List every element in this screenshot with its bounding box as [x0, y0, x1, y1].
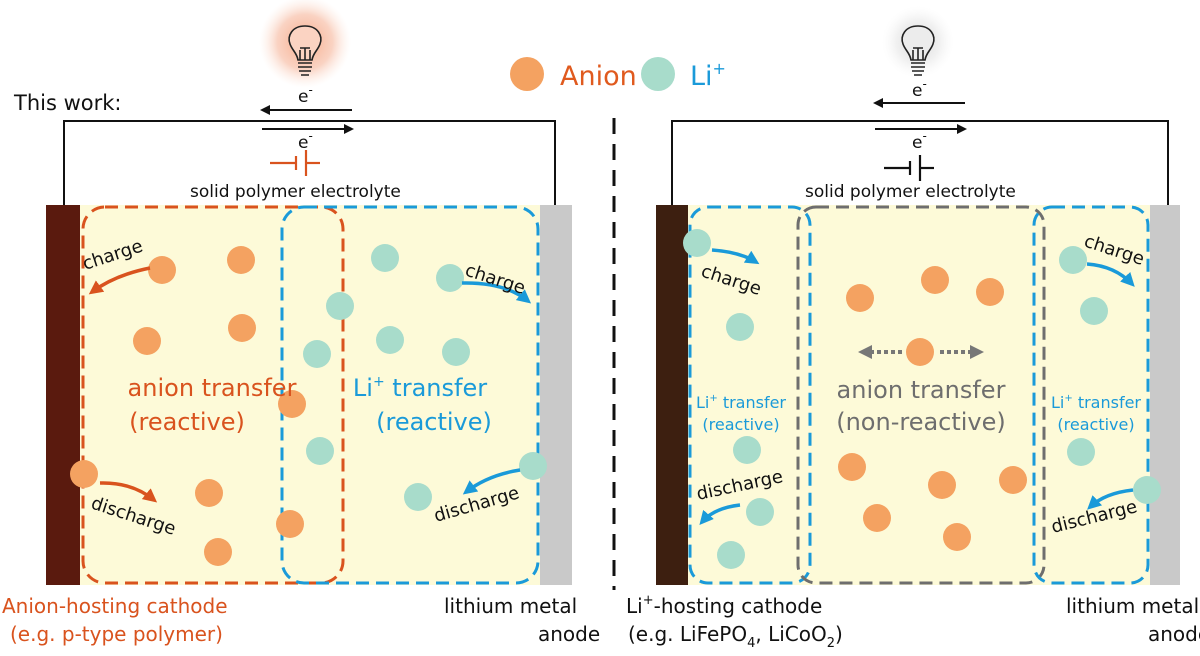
left-lightbulb-icon — [288, 25, 322, 76]
right-anode-sublabel: anode — [1148, 622, 1200, 646]
anion — [227, 246, 255, 274]
anion — [846, 284, 874, 312]
anion — [195, 479, 223, 507]
li-ion — [717, 541, 745, 569]
li-ion — [1067, 438, 1095, 466]
right-anion-transfer-label: anion transfer — [837, 376, 1006, 404]
legend-anion-label: Anion — [560, 61, 637, 92]
left-cathode-sublabel: (e.g. p-type polymer) — [10, 622, 223, 646]
anion — [276, 510, 304, 538]
left-anion-reactive-region — [81, 205, 345, 585]
left-li-particles — [303, 244, 547, 511]
anion — [999, 466, 1027, 494]
right-anode-bar — [1150, 205, 1180, 585]
li-ion — [436, 264, 464, 292]
left-panel: This work: e- e- solid polymer electroly… — [2, 0, 600, 646]
anion — [928, 471, 956, 499]
li-ion — [519, 452, 547, 480]
right-li-transfer-label-cathode: Li+ transfer — [696, 393, 786, 412]
left-li-transfer-sub: (reactive) — [376, 408, 492, 436]
left-anion-transfer-sub: (reactive) — [129, 408, 245, 436]
right-electron-label-top: e- — [912, 77, 927, 101]
anion — [976, 278, 1004, 306]
left-electron-label-top: e- — [298, 83, 313, 107]
left-discharge-arrow-li — [462, 468, 521, 495]
li-ion — [733, 436, 761, 464]
left-circuit-wire — [63, 120, 556, 205]
left-anode-label: lithium metal — [444, 594, 577, 618]
left-anion-transfer-label: anion transfer — [128, 374, 297, 402]
li-ion — [746, 498, 774, 526]
li-ion — [726, 313, 754, 341]
right-li-transfer-label-anode: Li+ transfer — [1051, 393, 1141, 412]
left-charge-arrow-anion — [88, 266, 151, 295]
legend-li-marker — [641, 57, 675, 91]
li-ion — [376, 326, 404, 354]
li-ion — [442, 338, 470, 366]
left-electrolyte-label: solid polymer electrolyte — [190, 182, 401, 202]
li-ion — [683, 229, 711, 257]
left-electron-label-bottom: e- — [298, 129, 313, 153]
anion — [863, 504, 891, 532]
left-cathode-bar — [46, 205, 80, 585]
left-anode-sublabel: anode — [538, 622, 600, 646]
left-heading: This work: — [13, 91, 121, 115]
anion — [906, 338, 934, 366]
legend: Anion Li+ — [510, 57, 726, 92]
li-ion — [404, 483, 432, 511]
left-charge-arrow-li — [461, 281, 532, 304]
right-anion-nonreactive-region — [796, 205, 1046, 585]
right-li-particles — [683, 229, 1161, 569]
legend-li-label: Li+ — [690, 59, 726, 92]
li-ion — [1080, 297, 1108, 325]
anion — [133, 327, 161, 355]
legend-anion-marker — [510, 57, 544, 91]
left-cathode-label: Anion-hosting cathode — [2, 594, 228, 618]
right-panel: e- e- solid polymer electrolyte — [626, 6, 1200, 651]
right-discharge-arrow-anode — [1087, 488, 1134, 510]
right-lightbulb-icon — [901, 25, 935, 76]
left-discharge-arrow-anion — [99, 481, 158, 503]
right-charge-arrow-anode — [1086, 262, 1135, 287]
left-anode-bar — [540, 205, 572, 585]
right-cathode-sublabel: (e.g. LiFePO4, LiCoO2) — [628, 622, 843, 651]
right-li-transfer-sub-cathode: (reactive) — [702, 415, 779, 434]
li-ion — [326, 292, 354, 320]
right-anode-label: lithium metal — [1066, 594, 1199, 618]
right-li-reactive-region-cathode — [688, 205, 812, 585]
anion — [278, 390, 306, 418]
right-anion-transfer-sub: (non-reactive) — [836, 408, 1006, 436]
right-li-reactive-region-anode — [1032, 205, 1150, 585]
anion — [943, 523, 971, 551]
right-anion-particles — [838, 266, 1027, 551]
right-li-transfer-sub-anode: (reactive) — [1057, 415, 1134, 434]
li-ion — [1059, 246, 1087, 274]
anion — [838, 453, 866, 481]
right-cathode-bar — [656, 205, 688, 585]
li-ion — [303, 340, 331, 368]
anion — [228, 314, 256, 342]
anion — [921, 266, 949, 294]
anion — [70, 460, 98, 488]
right-circuit-wire — [671, 120, 1169, 205]
left-li-transfer-label: Li+ transfer — [353, 374, 487, 402]
right-discharge-arrow-cathode — [699, 503, 741, 526]
right-electron-label-bottom: e- — [912, 129, 927, 153]
li-ion — [306, 437, 334, 465]
anion — [204, 538, 232, 566]
right-charge-arrow-cathode — [711, 248, 760, 265]
left-battery-symbol-icon — [270, 150, 320, 176]
anion — [148, 256, 176, 284]
left-anion-particles — [70, 246, 306, 566]
li-ion — [1133, 476, 1161, 504]
right-battery-symbol-icon — [884, 155, 934, 181]
li-ion — [371, 244, 399, 272]
right-electrolyte-label: solid polymer electrolyte — [805, 182, 1016, 202]
right-cathode-label: Li+-hosting cathode — [626, 593, 822, 618]
